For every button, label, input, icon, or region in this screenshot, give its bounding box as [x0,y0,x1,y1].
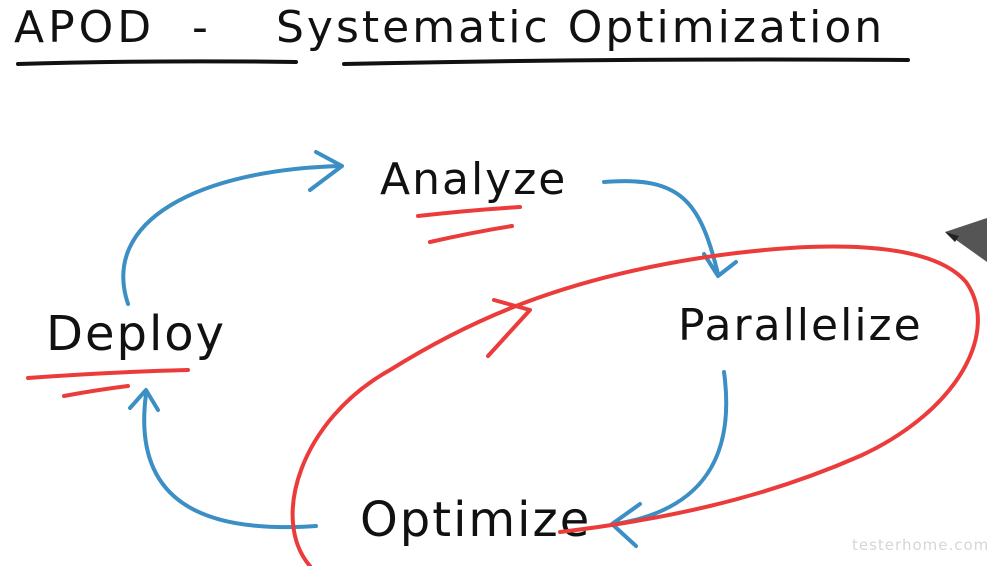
deploy-red-underline-1 [26,368,190,380]
deploy-red-underline-2 [62,384,130,398]
watermark: testerhome.com [852,536,987,554]
title-apod: APOD [14,2,156,53]
title-dash: - [192,2,212,53]
analyze-red-underline-2 [428,224,514,244]
arrow-parallelize-to-optimize [614,370,729,526]
title-underline-apod [16,59,298,66]
pen-tip-icon [945,218,987,262]
arrow-deploy-to-analyze [121,164,342,306]
red-loop [290,244,980,566]
analyze-red-underline-1 [416,205,522,218]
title-systematic-optimization: Systematic Optimization [276,2,886,53]
node-parallelize: Parallelize [678,300,923,351]
node-analyze: Analyze [380,154,568,205]
arrowhead-deploy [128,388,160,412]
node-deploy: Deploy [46,306,227,362]
red-loop-arrowhead [486,298,532,358]
node-optimize: Optimize [360,492,592,548]
arrow-optimize-to-deploy [142,392,318,530]
title-underline-optimization [342,57,910,66]
arrowhead-parallelize [702,252,738,278]
arrowhead-analyze [308,150,344,192]
arrow-analyze-to-parallelize [602,179,720,276]
